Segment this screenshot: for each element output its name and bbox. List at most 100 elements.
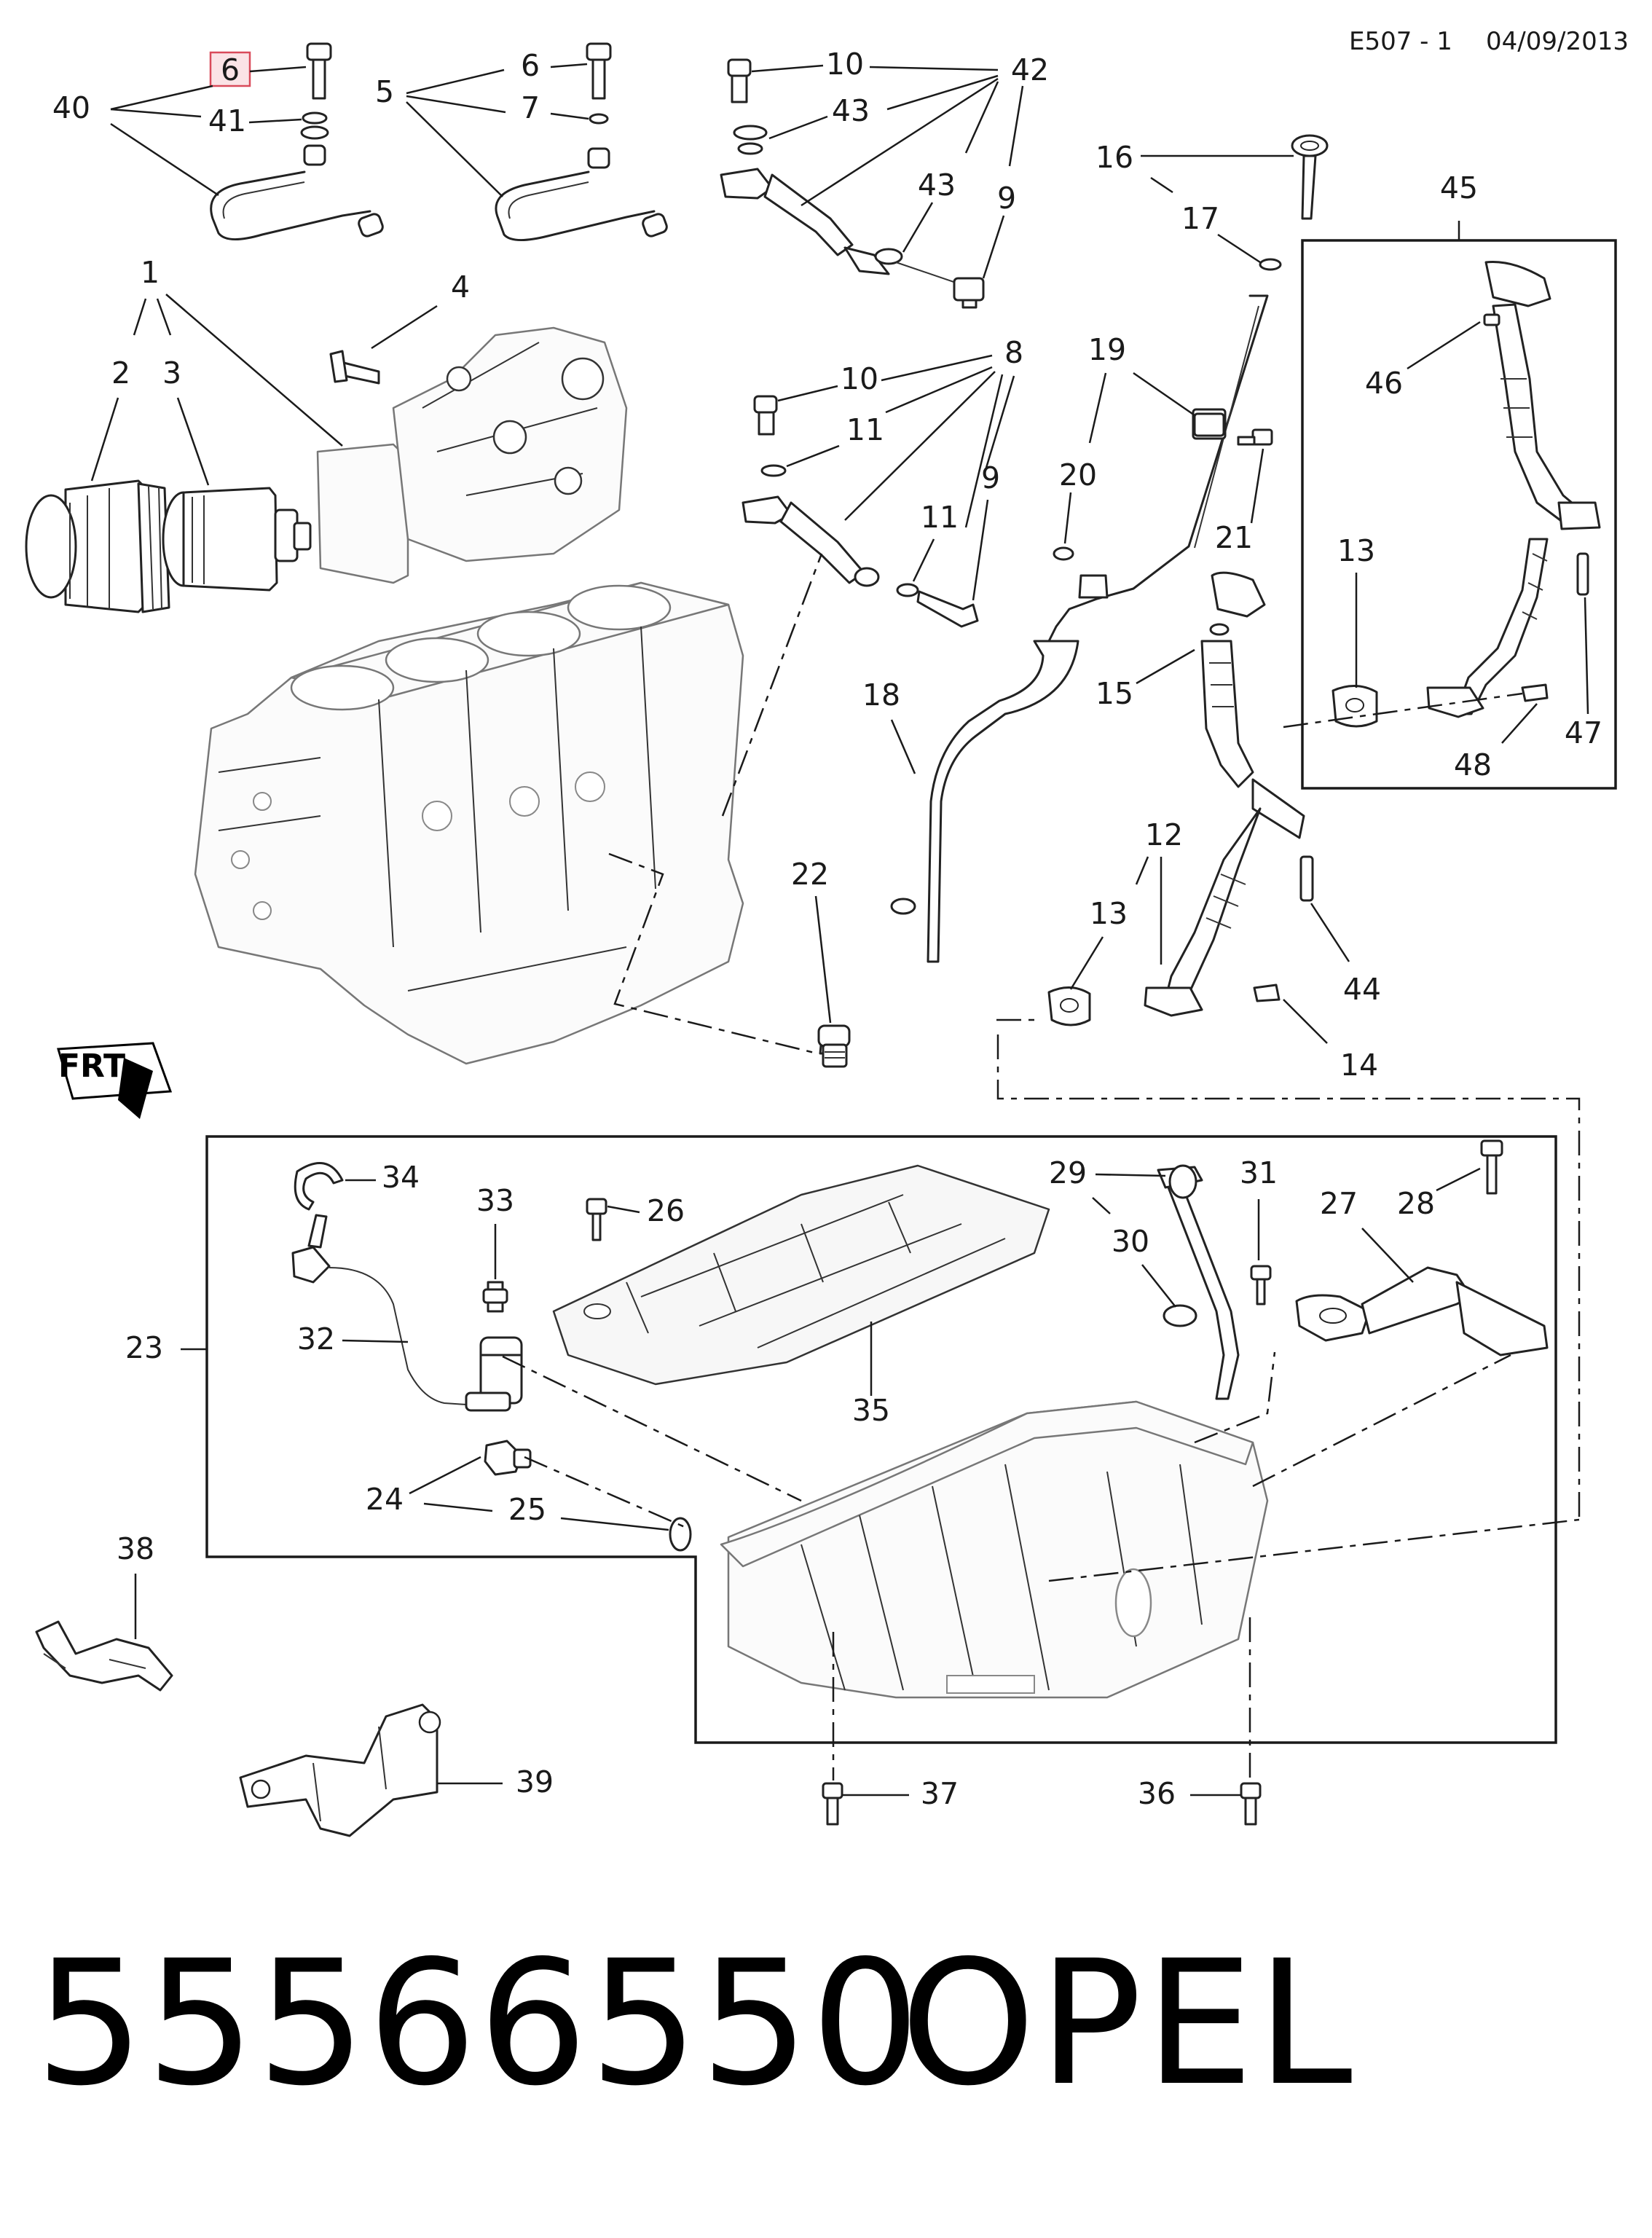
leader-40b bbox=[110, 108, 202, 118]
fit-line-8 bbox=[721, 553, 823, 817]
callout-3: 3 bbox=[162, 356, 181, 390]
gasket-13-lower bbox=[1047, 986, 1091, 1026]
leader-30 bbox=[1141, 1264, 1176, 1308]
callout-20: 20 bbox=[1059, 458, 1097, 492]
callout-38: 38 bbox=[117, 1531, 154, 1566]
leader-2 bbox=[90, 397, 119, 482]
callout-22: 22 bbox=[791, 857, 829, 892]
callout-18: 18 bbox=[862, 678, 900, 712]
leader-43a bbox=[768, 115, 828, 140]
callout-28: 28 bbox=[1397, 1186, 1435, 1221]
leader-27 bbox=[1361, 1228, 1414, 1283]
leader-46 bbox=[1407, 321, 1481, 370]
callout-4: 4 bbox=[451, 270, 470, 305]
sheet-reference: E507 - 1 bbox=[1349, 27, 1452, 56]
fit-lines-bolts bbox=[832, 1617, 1251, 1780]
bracket-bolt-19-21 bbox=[1193, 412, 1273, 446]
fit-line-22 bbox=[608, 852, 818, 1055]
leader-16b bbox=[1150, 176, 1173, 194]
callout-11-lower: 11 bbox=[921, 500, 959, 535]
o-ring-30 bbox=[1163, 1304, 1197, 1327]
turbo-oil-feed-8 bbox=[742, 395, 979, 628]
oil-pressure-sensor-32 bbox=[291, 1214, 523, 1412]
callout-44: 44 bbox=[1343, 972, 1381, 1007]
callout-6-top: 6 bbox=[521, 48, 540, 83]
leader-19b bbox=[1088, 372, 1107, 444]
highlight-callout-6 bbox=[209, 51, 251, 87]
callout-10-mid: 10 bbox=[841, 361, 878, 396]
callout-13-lower: 13 bbox=[1090, 896, 1128, 931]
leader-4 bbox=[371, 305, 438, 350]
leader-1b bbox=[156, 298, 172, 336]
callout-10-top: 10 bbox=[826, 47, 864, 82]
turbo-return-pipe-12 bbox=[1144, 571, 1314, 1017]
callout-33: 33 bbox=[476, 1183, 514, 1218]
leader-5c bbox=[406, 101, 503, 197]
turbo-return-pipe-45 bbox=[1426, 261, 1601, 718]
callout-2: 2 bbox=[111, 356, 130, 390]
bolt-37 bbox=[822, 1782, 843, 1826]
callout-37: 37 bbox=[921, 1776, 959, 1811]
turbo-oil-line-42 bbox=[720, 58, 985, 309]
dipstick-16 bbox=[1259, 134, 1329, 271]
fit-lines-oil-pan bbox=[502, 1351, 1580, 1582]
leader-21 bbox=[1250, 448, 1264, 524]
oil-feed-pipe-40 bbox=[210, 42, 384, 241]
callout-29: 29 bbox=[1049, 1155, 1087, 1190]
leader-8b bbox=[844, 371, 996, 521]
oil-feed-pipe-5 bbox=[495, 42, 668, 242]
leader-8c bbox=[964, 374, 1004, 528]
callout-40: 40 bbox=[52, 90, 90, 125]
oil-filter-element-3 bbox=[162, 487, 312, 592]
bolt-48 bbox=[1521, 683, 1549, 702]
callout-6-top-left: 6 bbox=[221, 52, 240, 87]
callout-35: 35 bbox=[852, 1393, 890, 1428]
callout-9-mid: 9 bbox=[981, 460, 1000, 495]
callout-12: 12 bbox=[1145, 817, 1183, 852]
leader-1a bbox=[133, 298, 147, 336]
callout-9-top: 9 bbox=[997, 181, 1016, 216]
callout-5: 5 bbox=[375, 74, 394, 109]
leader-5a bbox=[406, 68, 505, 95]
leader-42b bbox=[801, 77, 999, 207]
front-direction-marker: FRT bbox=[57, 1042, 173, 1119]
callout-1: 1 bbox=[141, 255, 160, 290]
bolt-33 bbox=[482, 1281, 508, 1313]
frame-group-23 bbox=[205, 1135, 1557, 1744]
leader-29b bbox=[1092, 1197, 1111, 1214]
seal-ring-25 bbox=[669, 1517, 692, 1552]
retaining-clip-34 bbox=[294, 1161, 344, 1211]
bolt-36 bbox=[1240, 1782, 1262, 1826]
leader-32 bbox=[342, 1339, 409, 1343]
leader-25 bbox=[560, 1517, 669, 1531]
leader-3 bbox=[176, 397, 210, 486]
callout-30: 30 bbox=[1112, 1224, 1149, 1259]
drain-plug-24 bbox=[484, 1440, 532, 1476]
leader-8d bbox=[985, 375, 1015, 468]
leader-20 bbox=[1063, 492, 1072, 544]
oil-level-sensor-22 bbox=[817, 1024, 851, 1068]
callout-19: 19 bbox=[1088, 332, 1126, 367]
leader-42c bbox=[964, 81, 999, 154]
callout-34: 34 bbox=[382, 1160, 420, 1195]
leader-43b bbox=[902, 202, 934, 253]
leader-1c bbox=[165, 294, 343, 447]
leader-42d bbox=[1008, 85, 1024, 167]
leader-17 bbox=[1217, 233, 1261, 264]
baffle-plate-35 bbox=[552, 1164, 1050, 1386]
leader-40c bbox=[110, 122, 219, 197]
callout-11-mid: 11 bbox=[846, 412, 884, 447]
callout-43-mid: 43 bbox=[918, 168, 956, 203]
oil-filter-housing-1 bbox=[316, 326, 628, 584]
callout-15: 15 bbox=[1096, 676, 1133, 711]
callout-8: 8 bbox=[1004, 335, 1023, 370]
bolt-28 bbox=[1480, 1139, 1503, 1195]
leader-10-42 bbox=[869, 66, 999, 71]
engine-block bbox=[194, 581, 744, 1065]
callout-47: 47 bbox=[1565, 715, 1602, 750]
callout-43-top: 43 bbox=[832, 93, 870, 128]
callout-14: 14 bbox=[1340, 1048, 1378, 1083]
callout-24: 24 bbox=[366, 1482, 404, 1517]
callout-7: 7 bbox=[521, 90, 540, 125]
callout-21: 21 bbox=[1215, 520, 1253, 555]
